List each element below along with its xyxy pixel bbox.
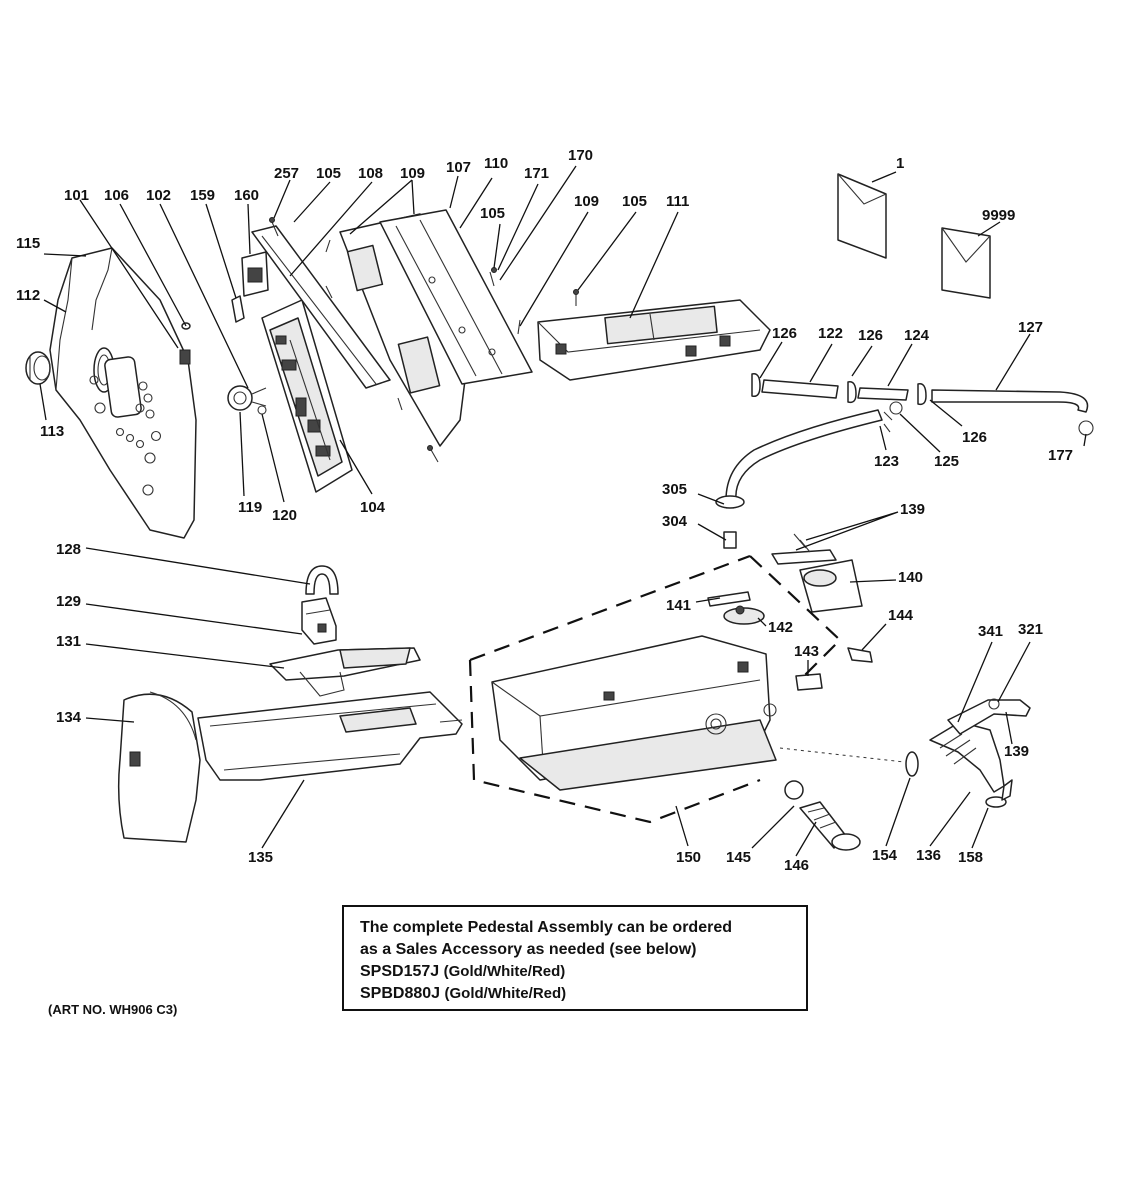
label-111: 111 — [666, 193, 689, 210]
note-line-3: SPSD157J (Gold/White/Red) — [360, 961, 792, 983]
drawer-insert-drawing — [269, 647, 421, 697]
note-line-1: The complete Pedestal Assembly can be or… — [360, 919, 732, 936]
label-154: 154 — [872, 847, 898, 864]
pump-hose-drawing — [905, 698, 1031, 808]
label-107: 107 — [446, 159, 471, 176]
pedestal-assembly-drawing — [468, 554, 905, 824]
label-119: 119 — [238, 499, 262, 516]
hose-fitting-drawing — [715, 495, 745, 549]
art-number: (ART NO. WH906 C3) — [48, 1002, 178, 1017]
valve-drawing — [707, 533, 873, 691]
label-102: 102 — [146, 187, 171, 204]
dispenser-housing-drawing — [537, 299, 771, 381]
label-139b: 139 — [1004, 743, 1029, 760]
label-131: 131 — [56, 633, 81, 650]
label-177: 177 — [1048, 447, 1073, 464]
model-code-1: SPSD157J — [360, 963, 440, 980]
label-160: 160 — [234, 187, 259, 204]
label-135: 135 — [248, 849, 273, 866]
screws-drawing — [269, 217, 579, 463]
pedestal-note-box: The complete Pedestal Assembly can be or… — [342, 905, 808, 1011]
label-115: 115 — [16, 235, 40, 252]
manual-packet-drawing — [837, 173, 991, 299]
label-122: 122 — [818, 325, 843, 342]
note-line-2: as a Sales Accessory as needed (see belo… — [360, 941, 697, 958]
label-127: 127 — [1018, 319, 1043, 336]
label-109b: 109 — [574, 193, 599, 210]
label-126a: 126 — [772, 325, 797, 342]
model-colors-1: (Gold/White/Red) — [443, 963, 566, 980]
label-144: 144 — [888, 607, 914, 624]
label-120: 120 — [272, 507, 297, 524]
label-101: 101 — [64, 187, 89, 204]
label-129: 129 — [56, 593, 81, 610]
label-141: 141 — [666, 597, 691, 614]
label-159: 159 — [190, 187, 215, 204]
small-parts-drawing — [179, 295, 267, 415]
label-321: 321 — [1018, 621, 1043, 638]
drawer-cap-drawing — [301, 565, 339, 645]
label-140: 140 — [898, 569, 923, 586]
label-128: 128 — [56, 541, 81, 558]
label-170: 170 — [568, 147, 593, 164]
label-304: 304 — [662, 513, 688, 530]
label-305: 305 — [662, 481, 687, 498]
label-139a: 139 — [900, 501, 925, 518]
label-104: 104 — [360, 499, 386, 516]
drawer-front-drawing — [117, 691, 201, 843]
label-136: 136 — [916, 847, 941, 864]
label-257: 257 — [274, 165, 299, 182]
label-143: 143 — [794, 643, 819, 660]
drain-hose-drawing — [784, 780, 861, 851]
label-109a: 109 — [400, 165, 425, 182]
knob-drawing — [25, 351, 51, 385]
label-105a: 105 — [316, 165, 341, 182]
label-150: 150 — [676, 849, 701, 866]
label-110: 110 — [484, 155, 508, 172]
label-124: 124 — [904, 327, 930, 344]
label-171: 171 — [524, 165, 549, 182]
control-panel-drawing — [49, 247, 197, 539]
label-341: 341 — [978, 623, 1003, 640]
leader-lines — [39, 165, 1087, 857]
label-123: 123 — [874, 453, 899, 470]
rotary-switch-drawing — [227, 385, 267, 411]
label-134: 134 — [56, 709, 82, 726]
top-bracket-drawing — [251, 209, 533, 447]
label-158: 158 — [958, 849, 983, 866]
label-145: 145 — [726, 849, 751, 866]
model-colors-2: (Gold/White/Red) — [444, 985, 567, 1002]
label-9999: 9999 — [982, 207, 1015, 224]
model-code-2: SPBD880J — [360, 985, 441, 1002]
label-1: 1 — [896, 155, 904, 172]
display-board-drawing — [241, 251, 269, 297]
label-112: 112 — [16, 287, 40, 304]
hose-drawing — [725, 373, 1094, 501]
label-125: 125 — [934, 453, 959, 470]
control-board-drawing — [261, 299, 353, 493]
label-106: 106 — [104, 187, 129, 204]
drawer-tray-drawing — [197, 691, 463, 781]
label-146: 146 — [784, 857, 809, 874]
label-105c: 105 — [622, 193, 647, 210]
label-126c: 126 — [962, 429, 987, 446]
part-labels: 257 105 108 109 107 110 171 170 105 109 … — [16, 147, 1073, 874]
label-108: 108 — [358, 165, 383, 182]
label-105b: 105 — [480, 205, 505, 222]
note-line-4: SPBD880J (Gold/White/Red) — [360, 983, 792, 1005]
label-113: 113 — [40, 423, 64, 440]
label-142: 142 — [768, 619, 793, 636]
label-126b: 126 — [858, 327, 883, 344]
